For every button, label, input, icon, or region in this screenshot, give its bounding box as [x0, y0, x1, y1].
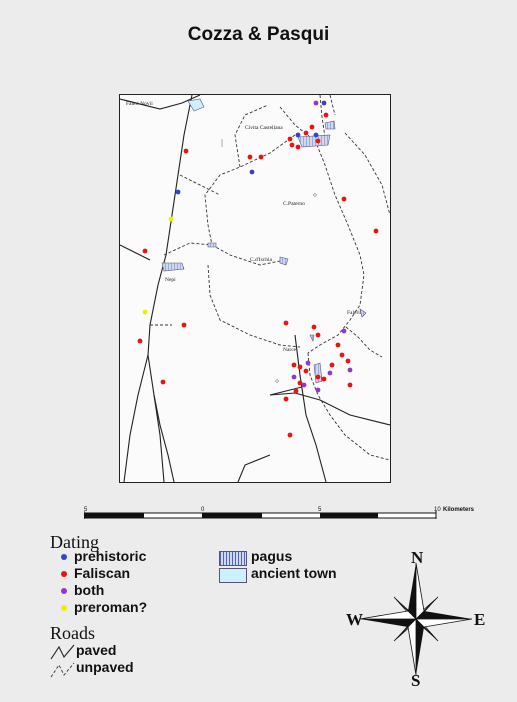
site-faliscan	[315, 332, 321, 338]
label-narce: Narce	[283, 347, 297, 353]
legend-label-preroman: preroman?	[74, 599, 148, 615]
site-both	[327, 370, 333, 376]
site-faliscan	[289, 142, 295, 148]
site-prehistoric	[249, 169, 255, 175]
site-prehistoric	[321, 100, 327, 106]
legend-label-pagus: pagus	[251, 548, 293, 564]
legend-label-faliscan: Faliscan	[74, 565, 131, 581]
legend-label-paved: paved	[76, 642, 117, 658]
scale-bar: 5 0 5 10 Kilometers	[83, 503, 484, 525]
site-faliscan	[283, 320, 289, 326]
site-both	[291, 374, 297, 380]
scale-tick: 0	[201, 507, 205, 513]
legend-label-prehistoric: prehistoric	[74, 548, 147, 564]
site-faliscan	[160, 379, 166, 385]
unpaved-road-symbol	[50, 662, 75, 678]
scale-unit: Kilometers	[443, 507, 475, 513]
site-faliscan	[258, 154, 264, 160]
site-faliscan	[347, 382, 353, 388]
label-falerii-novi: Faleri Novii	[126, 101, 153, 107]
label-falerii: Falerii	[347, 310, 362, 316]
legend-dot-prehistoric	[61, 554, 67, 560]
legend-label-unpaved: unpaved	[76, 659, 134, 675]
site-faliscan	[291, 362, 297, 368]
compass-w: W	[346, 610, 363, 629]
map-title: Cozza & Pasqui	[187, 24, 330, 45]
settlement-areas	[161, 98, 367, 384]
paved-roads	[120, 95, 390, 482]
legend-dot-faliscan	[61, 571, 67, 577]
site-faliscan	[181, 322, 187, 328]
legend-label-ancient-town: ancient town	[251, 565, 337, 581]
compass-rose: N S E W	[344, 545, 489, 690]
label-nepi: Nepi	[165, 277, 176, 283]
scale-tick: 5	[318, 507, 322, 513]
site-prehistoric	[175, 189, 181, 195]
legend-roads-title: Roads	[50, 623, 95, 643]
site-faliscan	[339, 352, 345, 358]
site-both	[341, 328, 347, 334]
site-both	[301, 382, 307, 388]
site-faliscan	[247, 154, 253, 160]
site-both	[313, 100, 319, 106]
legend-swatch-ancient-town	[219, 568, 247, 583]
site-faliscan	[329, 362, 335, 368]
site-faliscan	[303, 368, 309, 374]
legend-dot-preroman	[61, 605, 67, 611]
label-c-ischia: C.d'Ischia	[250, 257, 272, 263]
site-faliscan	[321, 376, 327, 382]
site-faliscan	[303, 130, 309, 136]
site-prehistoric	[313, 132, 319, 138]
site-faliscan	[293, 388, 299, 394]
site-faliscan	[315, 374, 321, 380]
compass-s: S	[411, 671, 420, 690]
site-faliscan	[295, 144, 301, 150]
site-faliscan	[142, 248, 148, 254]
site-faliscan	[311, 324, 317, 330]
scale-tick: 5	[84, 507, 88, 513]
site-dots	[137, 100, 379, 438]
site-faliscan	[297, 380, 303, 386]
site-faliscan	[309, 124, 315, 130]
map-canvas: Faleri Novii Civita Castellana C.Paterno…	[120, 95, 390, 482]
legend-swatch-pagus	[219, 551, 247, 566]
compass-n: N	[411, 548, 424, 567]
site-faliscan	[341, 196, 347, 202]
site-faliscan	[315, 138, 321, 144]
site-both	[305, 360, 311, 366]
site-faliscan	[297, 364, 303, 370]
legend-road-symbols	[50, 644, 75, 678]
site-faliscan	[345, 358, 351, 364]
site-faliscan	[137, 338, 143, 344]
scale-tick: 10	[434, 507, 441, 513]
site-faliscan	[287, 136, 293, 142]
label-civita-castellana: Civita Castellana	[245, 125, 283, 131]
site-faliscan	[373, 228, 379, 234]
site-faliscan	[335, 342, 341, 348]
map-frame: Faleri Novii Civita Castellana C.Paterno…	[119, 94, 391, 483]
minor-markers	[221, 139, 317, 383]
site-both	[315, 387, 321, 393]
site-faliscan	[283, 396, 289, 402]
site-preroman	[168, 216, 174, 222]
compass-e: E	[474, 610, 485, 629]
site-preroman	[142, 309, 148, 315]
legend-dating-title: Dating	[50, 532, 99, 552]
legend-dot-both	[61, 588, 67, 594]
place-labels: Faleri Novii Civita Castellana C.Paterno…	[126, 101, 362, 353]
site-faliscan	[287, 432, 293, 438]
compass-star-icon: N S E W	[346, 548, 485, 690]
site-both	[347, 367, 353, 373]
scale-bar-graphic: 5 0 5 10 Kilometers	[83, 507, 475, 519]
label-c-paterno: C.Paterno	[283, 201, 305, 207]
site-faliscan	[183, 148, 189, 154]
legend-label-both: both	[74, 582, 105, 598]
site-prehistoric	[295, 132, 301, 138]
paved-road-symbol	[50, 644, 75, 660]
site-faliscan	[323, 112, 329, 118]
